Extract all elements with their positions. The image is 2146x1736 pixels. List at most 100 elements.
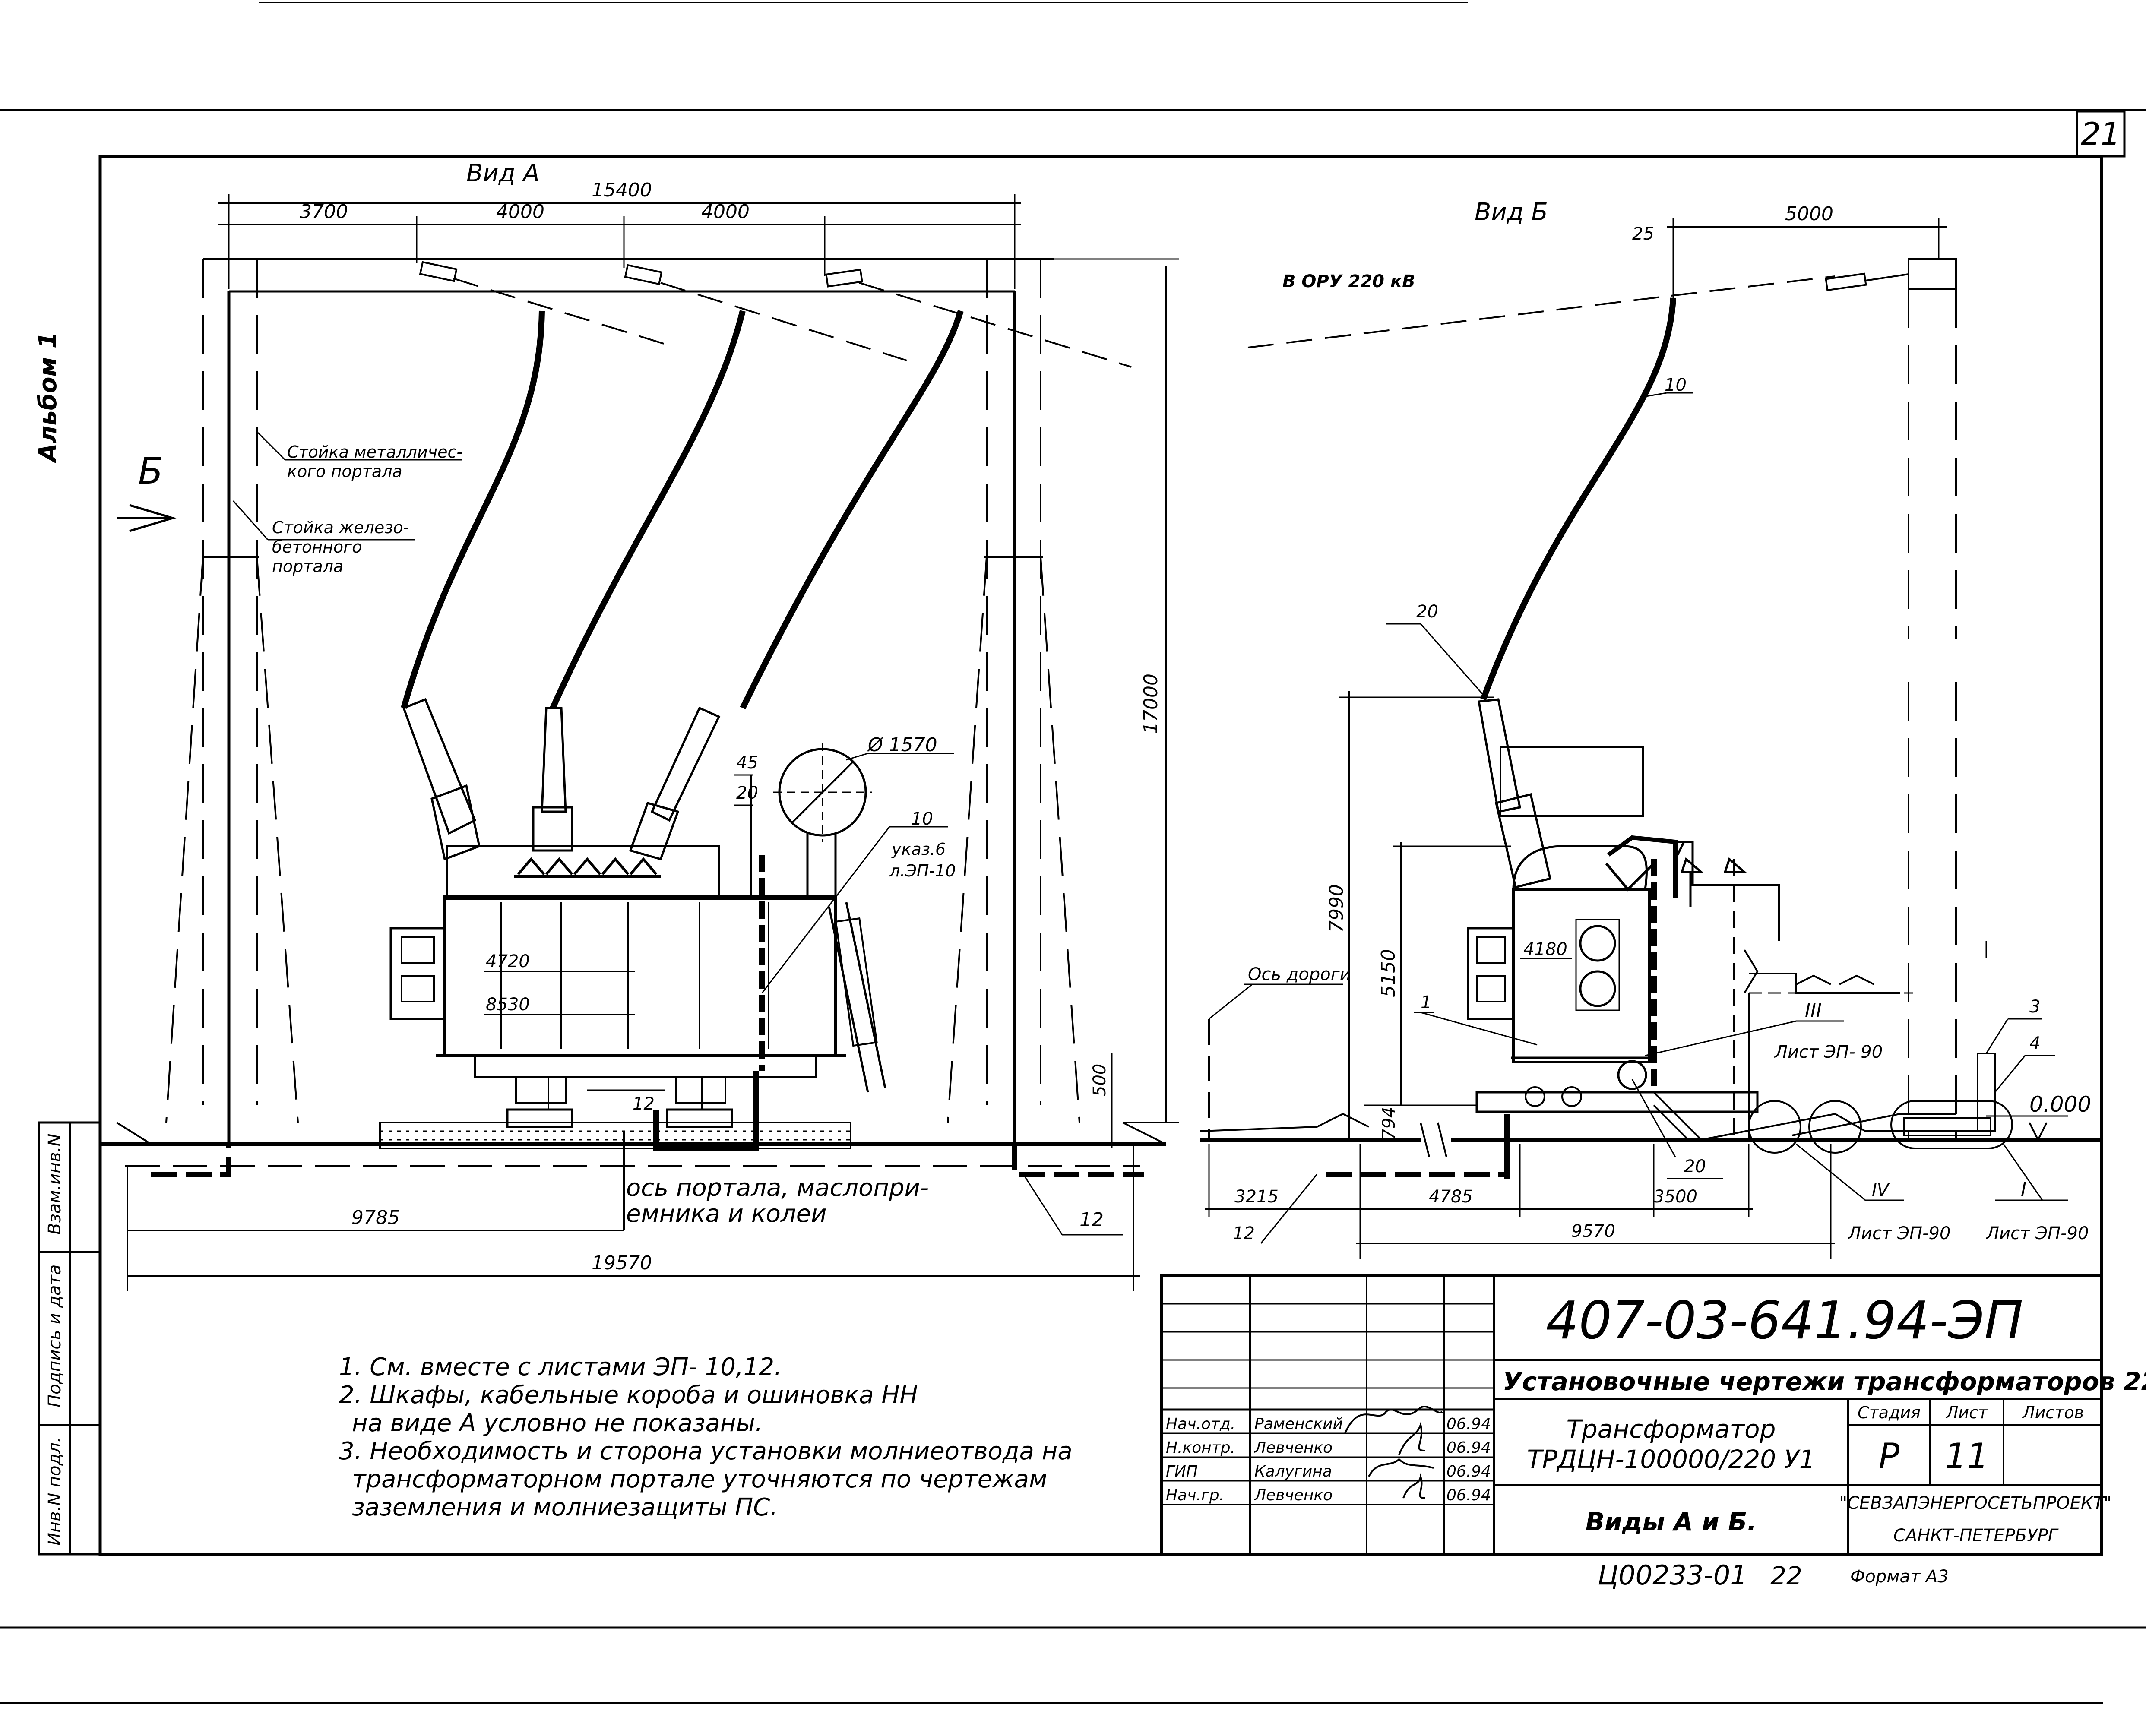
axis-label-1: ось портала, маслопри- [626, 1174, 929, 1202]
ptr-10b: 10 [1665, 375, 1687, 395]
dim-9570: 9570 [1571, 1221, 1615, 1241]
node-4: IV [1872, 1180, 1890, 1200]
name-2: Левченко [1253, 1439, 1333, 1457]
hv-bushings [402, 698, 721, 861]
dim-17000: 17000 [1140, 674, 1162, 734]
ptr-12c: 12 [1233, 1224, 1255, 1243]
dim-5000: 5000 [1785, 203, 1833, 225]
dim-4000-a: 4000 [496, 201, 544, 223]
dim-diam: Ø 1570 [867, 734, 937, 756]
dim-7990: 7990 [1326, 884, 1348, 933]
axis-label-2: емника и колеи [626, 1200, 827, 1228]
note-3: 3. Необходимость и сторона установки мол… [339, 1437, 1073, 1465]
label-road-axis: Ось дороги [1248, 964, 1351, 984]
ptr-12b: 12 [1079, 1209, 1104, 1231]
signature-1 [1344, 1406, 1443, 1434]
dim-15400: 15400 [592, 179, 652, 201]
ptr-4: 4 [2029, 1034, 2040, 1053]
object-line-2: ТРДЦН-100000/220 У1 [1527, 1445, 1815, 1474]
stamp-vzam-inv: Взам.инв.N [45, 1134, 65, 1235]
signature-2 [1398, 1421, 1425, 1455]
transformer-view-b: 4180 [1467, 698, 1913, 1140]
signature-4 [1402, 1473, 1425, 1499]
view-a: Вид А 15400 3700 4000 4000 [100, 159, 1179, 1291]
date-4: 06.94 [1446, 1486, 1491, 1504]
sheets-header: Листов [2022, 1403, 2084, 1422]
sheet-title: Виды А и Б. [1586, 1507, 1757, 1537]
role-2: Н.контр. [1166, 1439, 1235, 1457]
dim-3700: 3700 [300, 201, 348, 223]
dim-9785: 9785 [351, 1207, 400, 1229]
project-name: Установочные чертежи трансформаторов 220… [1503, 1367, 2146, 1396]
dim-8530: 8530 [486, 995, 530, 1015]
note-2b: на виде А условно не показаны. [352, 1409, 763, 1437]
org-city: САНКТ-ПЕТЕРБУРГ [1893, 1526, 2059, 1546]
ptr-3: 3 [2029, 997, 2040, 1017]
org-name: "СЕВЗАПЭНЕРГОСЕТЬПРОЕКТ" [1839, 1493, 2112, 1513]
ptr-25: 25 [1632, 224, 1654, 244]
dim-4000-b: 4000 [701, 201, 750, 223]
ptr-1: 1 [1421, 993, 1431, 1012]
note-2: 2. Шкафы, кабельные короба и ошиновка НН [339, 1381, 918, 1409]
sheet-header: Лист [1945, 1403, 1988, 1422]
elev-0000: 0.000 [2029, 1092, 2091, 1117]
page-number: 21 [2081, 116, 2121, 152]
ptr-note-1: указ.6 [891, 840, 946, 859]
view-b-title: Вид Б [1475, 198, 1548, 226]
stage-header: Стадия [1858, 1403, 1921, 1422]
date-2: 06.94 [1446, 1439, 1491, 1457]
note-3b: трансформаторном портале уточняются по ч… [352, 1465, 1047, 1493]
node-3-ref: Лист ЭП- 90 [1774, 1042, 1883, 1062]
name-1: Раменский [1254, 1415, 1343, 1433]
dim-3215: 3215 [1234, 1187, 1279, 1207]
title-block: 407-03-641.94-ЭП Установочные чертежи тр… [1160, 1274, 2146, 1556]
sheet-value: 11 [1945, 1436, 1989, 1476]
role-3: ГИП [1166, 1463, 1198, 1480]
label-concrete-post-1: Стойка железо- [272, 518, 409, 537]
object-line-1: Трансформатор [1567, 1414, 1776, 1444]
node-4-ref: Лист ЭП-90 [1847, 1224, 1950, 1243]
dim-19570: 19570 [592, 1252, 652, 1274]
general-notes: 1. См. вместе с листами ЭП- 10,12. 2. Шк… [339, 1353, 1073, 1521]
drawing-frame: 21 Альбом 1 [34, 110, 2126, 1556]
label-concrete-post-3: портала [272, 557, 343, 576]
node-3: III [1805, 999, 1822, 1021]
label-concrete-post-2: бетонного [272, 538, 362, 557]
doc-code: 407-03-641.94-ЭП [1546, 1291, 2023, 1351]
dim-4720: 4720 [486, 952, 530, 971]
ptr-20b: 20 [1416, 602, 1438, 622]
format-label: Формат А3 [1850, 1567, 1949, 1587]
ptr-45: 45 [736, 753, 758, 773]
dim-3500: 3500 [1653, 1187, 1697, 1207]
node-1: I [2021, 1179, 2026, 1201]
note-3c: заземления и молниезащиты ПС. [352, 1493, 778, 1521]
label-metal-post-2: кого портала [287, 462, 402, 481]
dim-5150: 5150 [1377, 949, 1399, 997]
role-1: Нач.отд. [1166, 1415, 1235, 1433]
view-b-arrow-label: Б [138, 450, 163, 492]
stamp-inv-podl: Инв.N подл. [45, 1437, 65, 1546]
ptr-note-2: л.ЭП-10 [889, 861, 956, 880]
view-a-title: Вид А [466, 159, 540, 187]
date-3: 06.94 [1446, 1463, 1491, 1480]
dim-4180: 4180 [1523, 939, 1567, 959]
dim-794: 794 [1379, 1107, 1399, 1140]
dim-500: 500 [1090, 1064, 1110, 1097]
ptr-12a: 12 [633, 1094, 655, 1114]
role-4: Нач.гр. [1166, 1486, 1224, 1504]
inventory-number: 22 [1770, 1561, 1802, 1591]
transformer-view-a: 4720 8530 Ø 1570 45 20 10 ука [389, 734, 956, 1128]
side-stamp: Взам.инв.N Подпись и дата Инв.N подл. [38, 1121, 101, 1556]
label-metal-post-1: Стойка металличес- [287, 443, 462, 462]
ptr-20a: 20 [736, 783, 758, 803]
name-4: Левченко [1253, 1486, 1333, 1504]
stamp-sign-date: Подпись и дата [45, 1265, 65, 1407]
view-b: Вид Б В ОРУ 220 кВ 5000 25 10 20 [1200, 198, 2103, 1259]
dim-4785: 4785 [1429, 1187, 1473, 1207]
stage-value: Р [1879, 1436, 1900, 1476]
album-label: Альбом 1 [34, 332, 62, 464]
date-1: 06.94 [1446, 1415, 1491, 1433]
name-3: Калугина [1254, 1463, 1332, 1480]
